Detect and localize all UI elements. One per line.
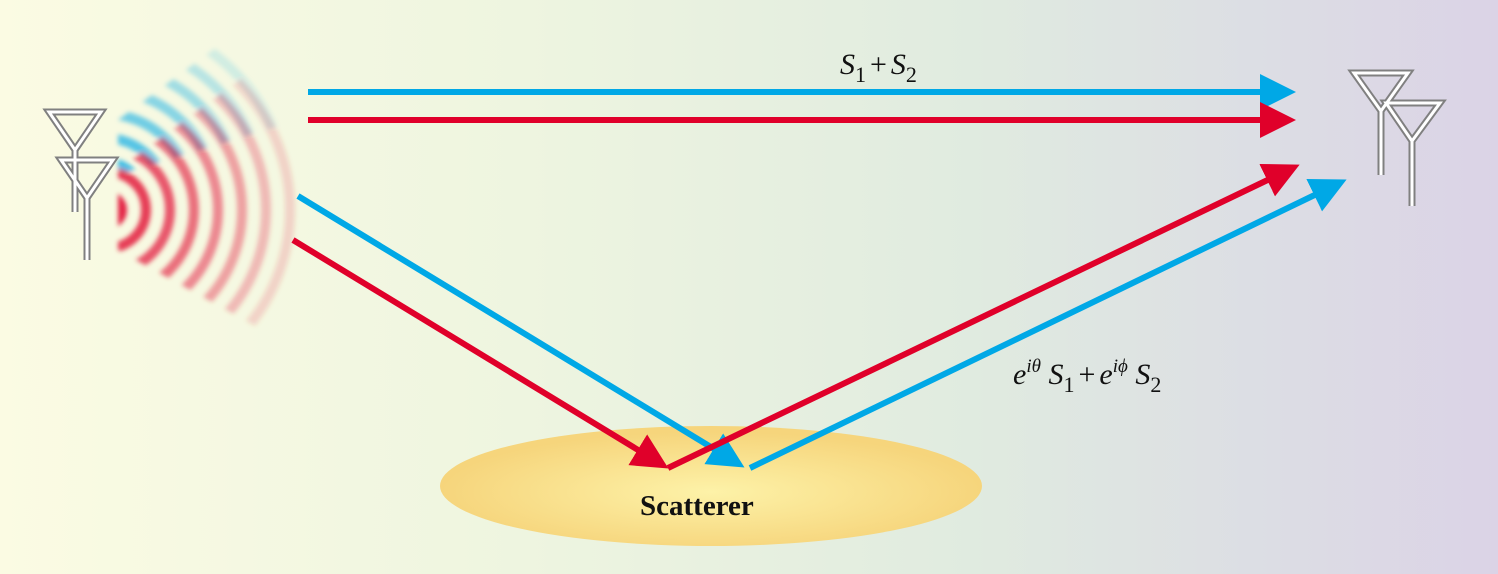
incident-path-signal-1 [296, 193, 745, 468]
wavefront-arc [118, 119, 199, 301]
scattered-signal-label: eiθ S1+eiϕ S2 [1013, 356, 1162, 397]
wavefront-arc [118, 95, 223, 325]
signal-paths [291, 74, 1347, 471]
incident-path-signal-2 [291, 237, 669, 469]
wavefront-arc [118, 143, 175, 277]
receiver-antenna-icon [1347, 69, 1447, 206]
wavefront-arc [118, 191, 127, 229]
wavefront-arc [118, 35, 295, 345]
scattered-path-signal-1 [748, 179, 1347, 471]
wavefronts [118, 13, 295, 345]
wavefront-arc [118, 167, 151, 253]
scattered-path-signal-2 [666, 163, 1300, 471]
wavefront-arc [118, 47, 271, 345]
transmitter-antenna-icon [42, 108, 120, 260]
scatterer-region [440, 426, 982, 546]
wavefront-arc [118, 71, 247, 345]
wavefront-arc [118, 37, 268, 175]
wavefront-signal-2 [118, 35, 295, 345]
scatterer-label: Scatterer [640, 490, 754, 522]
direct-signal-label: S1+S2 [840, 48, 917, 87]
